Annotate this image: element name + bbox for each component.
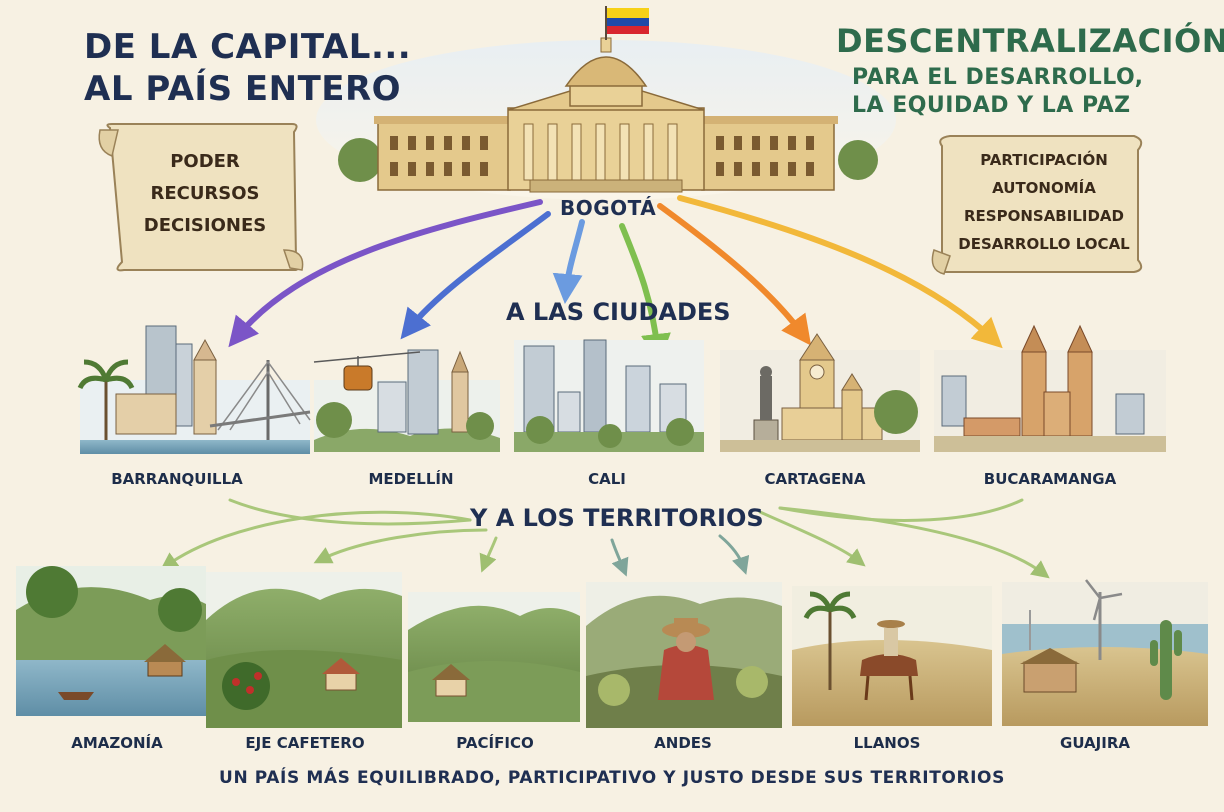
flag-yellow — [607, 8, 649, 18]
arrow-to-pacifico — [479, 536, 498, 573]
territory-scene-andes — [586, 582, 782, 728]
territory-scene-pacifico — [408, 592, 580, 722]
city-scene-barranquilla — [77, 325, 311, 454]
city-scene-cartagena — [720, 333, 920, 452]
section-territories: Y A LOS TERRITORIOS — [470, 504, 764, 532]
scroll-right — [931, 135, 1143, 275]
main-title-line1: DE LA CAPITAL... — [84, 27, 412, 67]
arrow-to-cali — [552, 219, 585, 304]
capitol-building — [316, 6, 896, 200]
territory-scene-amazonia — [16, 566, 206, 716]
scroll-left — [98, 123, 304, 272]
arrow-to-barranquilla — [228, 199, 543, 348]
territory-label-guajira: GUAJIRA — [1060, 734, 1130, 752]
scroll-left-item: PODER — [170, 151, 240, 172]
territory-scene-eje-cafetero — [206, 572, 402, 728]
territory-label-andes: ANDES — [654, 734, 712, 752]
city-scene-medellin — [313, 349, 500, 452]
headline-line2: LA EQUIDAD Y LA PAZ — [852, 93, 1131, 118]
scroll-left-item: RECURSOS — [150, 183, 260, 204]
city-label-bucaramanga: BUCARAMANGA — [983, 470, 1117, 488]
main-title-line2: AL PAÍS ENTERO — [84, 69, 402, 109]
territory-label-pacifico: PACÍFICO — [456, 734, 534, 752]
city-label-cartagena: CARTAGENA — [764, 470, 866, 488]
territory-label-llanos: LLANOS — [853, 734, 921, 752]
city-label-barranquilla: BARRANQUILLA — [111, 470, 243, 488]
arrow-to-andes-2 — [718, 534, 750, 575]
flag-blue — [607, 18, 649, 26]
scroll-right-item: PARTICIPACIÓN — [980, 151, 1108, 169]
headline-title: DESCENTRALIZACIÓN — [836, 22, 1224, 60]
arrow-to-llanos — [758, 510, 866, 567]
headline-subtitle: PARA EL DESARROLLO, LA EQUIDAD Y LA PAZ — [852, 64, 1144, 120]
section-cities: A LAS CIUDADES — [506, 298, 731, 326]
scroll-right-item: RESPONSABILIDAD — [964, 207, 1124, 225]
arrow-to-guajira — [778, 506, 1050, 579]
scroll-left-item: DECISIONES — [143, 215, 267, 236]
capital-arrows — [228, 195, 1003, 364]
footer-caption: UN PAÍS MÁS EQUILIBRADO, PARTICIPATIVO Y… — [219, 768, 1005, 788]
main-title: DE LA CAPITAL... AL PAÍS ENTERO — [84, 26, 412, 110]
city-scene-bucaramanga — [934, 324, 1166, 452]
scroll-right-item: DESARROLLO LOCAL — [958, 235, 1130, 253]
territory-label-eje-cafetero: EJE CAFETERO — [245, 734, 365, 752]
city-label-medellin: MEDELLÍN — [368, 470, 454, 488]
arrow-to-andes — [610, 538, 629, 577]
arrow-to-eje-cafetero — [313, 528, 488, 564]
scroll-right-text: PARTICIPACIÓN AUTONOMÍA RESPONSABILIDAD … — [950, 146, 1138, 258]
territory-arrows — [160, 498, 1050, 579]
arrow-to-medellin — [400, 211, 551, 340]
scroll-left-text: PODER RECURSOS DECISIONES — [120, 146, 290, 242]
flag-red — [607, 26, 649, 34]
arrow-to-cali-green — [619, 223, 671, 364]
city-label-cali: CALI — [588, 470, 626, 488]
territory-label-amazonia: AMAZONÍA — [71, 734, 163, 752]
headline-line1: PARA EL DESARROLLO, — [852, 65, 1144, 90]
territory-scene-guajira — [1002, 579, 1208, 726]
arrow-to-cartagena — [657, 203, 812, 346]
scroll-right-item: AUTONOMÍA — [992, 179, 1096, 197]
city-scene-cali — [514, 339, 704, 452]
capital-label: BOGOTÁ — [560, 196, 657, 220]
arrow-to-bucaramanga — [677, 195, 1003, 349]
territory-scene-llanos — [792, 586, 992, 726]
